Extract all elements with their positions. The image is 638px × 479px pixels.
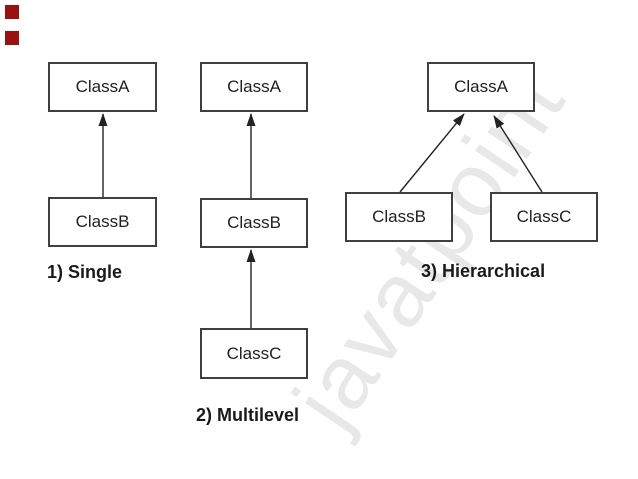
red-edge-marker (5, 5, 19, 19)
class-box-single-classa: ClassA (48, 62, 157, 112)
arrow-hierarchical-b-to-a (399, 113, 465, 193)
class-box-hierarchical-classc: ClassC (490, 192, 598, 242)
class-box-label: ClassA (75, 77, 130, 96)
red-edge-marker (5, 31, 19, 45)
class-box-label: ClassB (372, 207, 426, 226)
arrow-hierarchical-c-to-a (493, 115, 543, 193)
class-box-label: ClassA (227, 77, 281, 96)
caption-single: 1) Single (47, 262, 123, 282)
class-box-label: ClassB (227, 213, 281, 232)
class-box-label: ClassC (516, 207, 572, 226)
class-box-multilevel-classb: ClassB (200, 198, 308, 248)
class-box-hierarchical-classb: ClassB (345, 192, 453, 242)
class-box-label: ClassA (454, 77, 508, 96)
caption-hierarchical: 3) Hierarchical (421, 261, 546, 281)
caption-multilevel: 2) Multilevel (196, 405, 300, 425)
class-box-label: ClassB (75, 212, 130, 231)
class-box-multilevel-classc: ClassC (200, 328, 308, 379)
class-box-multilevel-classa: ClassA (200, 62, 308, 112)
class-box-single-classb: ClassB (48, 197, 157, 247)
class-box-hierarchical-classa: ClassA (427, 62, 535, 112)
class-box-label: ClassC (226, 343, 282, 363)
